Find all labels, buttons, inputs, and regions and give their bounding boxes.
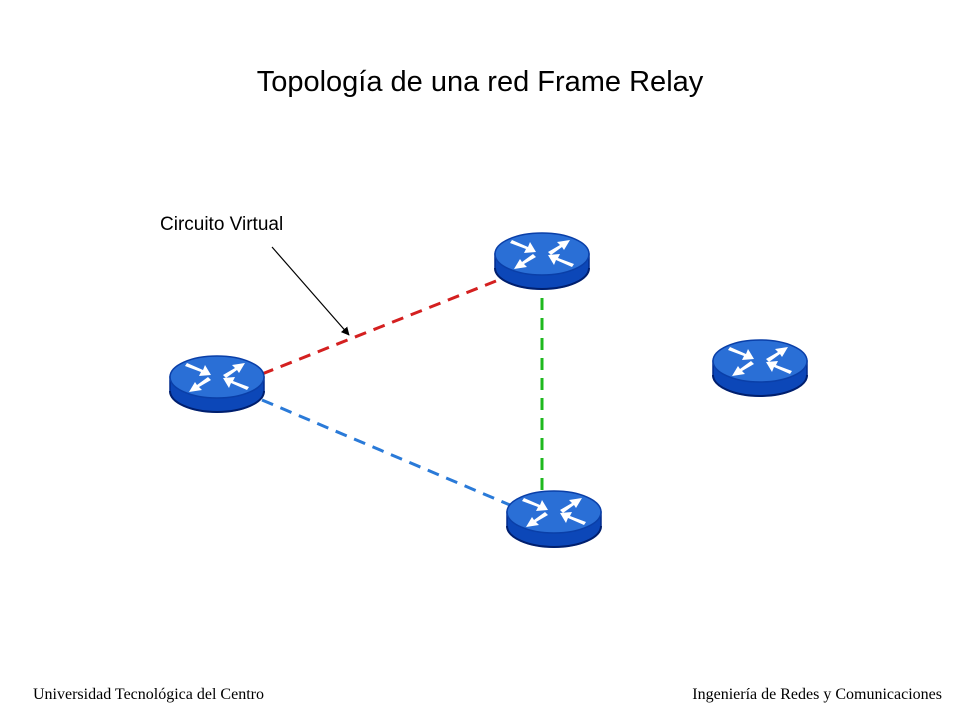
virtual-circuit-red: [261, 279, 497, 376]
virtual-circuit-label: Circuito Virtual: [160, 214, 284, 235]
footer-course: Ingeniería de Redes y Comunicaciones: [692, 686, 942, 703]
virtual-circuit-blue: [261, 398, 511, 507]
router-icon: [506, 490, 602, 548]
footer-institution: Universidad Tecnológica del Centro: [33, 686, 264, 703]
slide-title: Topología de una red Frame Relay: [256, 66, 704, 98]
annotation-pointer-arrow: [271, 246, 350, 336]
router-icon: [712, 339, 808, 397]
router-icon: [169, 355, 265, 413]
router-icon: [494, 232, 590, 290]
